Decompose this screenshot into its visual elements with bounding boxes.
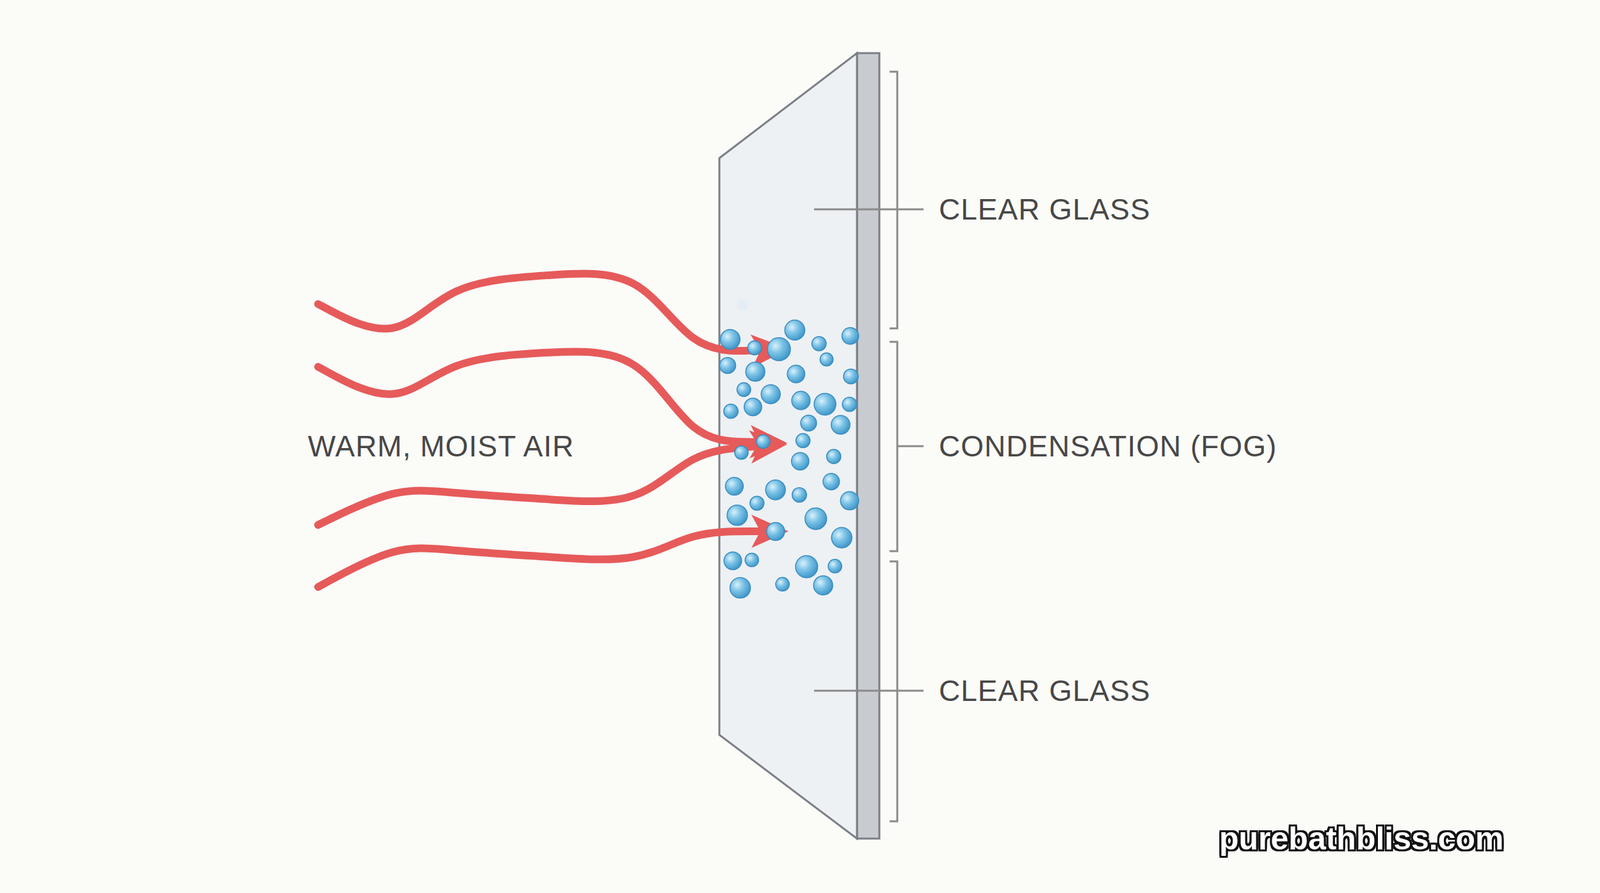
leader-line <box>814 208 924 211</box>
water-droplet <box>723 551 742 570</box>
glass-edge <box>856 53 880 839</box>
water-droplet <box>744 552 759 567</box>
water-droplet <box>787 365 805 383</box>
water-droplet <box>795 555 818 578</box>
droplets <box>719 299 859 598</box>
glass-label: CLEAR GLASS <box>938 673 1151 708</box>
water-droplet <box>823 473 840 491</box>
air-label: WARM, MOIST AIR <box>307 428 575 464</box>
leader-line <box>897 445 924 448</box>
air-arrow <box>318 351 775 443</box>
water-droplet <box>814 392 836 415</box>
water-droplet <box>747 341 762 356</box>
bracket <box>889 71 898 329</box>
water-droplet <box>737 382 751 397</box>
water-droplet <box>745 362 765 382</box>
water-droplet <box>719 357 736 374</box>
water-droplet <box>734 446 749 460</box>
water-droplet <box>767 337 791 361</box>
water-droplet <box>831 527 852 548</box>
water-droplet <box>765 480 786 500</box>
water-droplet <box>744 398 762 416</box>
water-droplet <box>730 577 751 598</box>
bracket <box>889 341 898 552</box>
water-droplet <box>796 433 811 448</box>
water-droplet <box>813 575 833 595</box>
leader-line <box>814 689 924 692</box>
arrowhead <box>748 430 788 464</box>
water-droplet <box>750 496 765 511</box>
air-arrow <box>318 273 776 351</box>
glass-pane <box>719 53 857 839</box>
water-droplet <box>720 329 741 350</box>
water-droplet <box>792 487 808 503</box>
water-droplet <box>725 477 744 496</box>
water-droplet <box>760 384 781 404</box>
water-droplet <box>775 577 790 591</box>
water-droplet <box>791 391 811 410</box>
water-droplet <box>727 504 748 526</box>
water-droplet <box>831 415 850 434</box>
condensation-label: CONDENSATION (FOG) <box>938 428 1277 464</box>
glass-label: CLEAR GLASS <box>938 192 1151 227</box>
water-droplet <box>723 403 738 418</box>
water-droplet <box>843 368 859 384</box>
water-droplet <box>819 352 833 366</box>
water-droplet <box>840 491 859 510</box>
water-droplet <box>800 414 817 431</box>
water-droplet <box>842 327 859 345</box>
water-droplet <box>842 396 857 411</box>
water-droplet <box>756 434 770 448</box>
water-droplet <box>805 507 827 530</box>
arrowhead <box>751 514 789 548</box>
water-droplet <box>766 522 785 541</box>
water-droplet <box>784 320 805 340</box>
water-droplet <box>826 449 841 464</box>
water-droplet <box>791 452 809 470</box>
air-arrow <box>318 531 776 587</box>
brackets <box>814 71 924 822</box>
watermark: purebathbliss.com <box>1219 819 1504 857</box>
faint-droplet <box>736 299 749 312</box>
water-droplet <box>828 559 842 573</box>
water-droplet <box>812 336 827 351</box>
